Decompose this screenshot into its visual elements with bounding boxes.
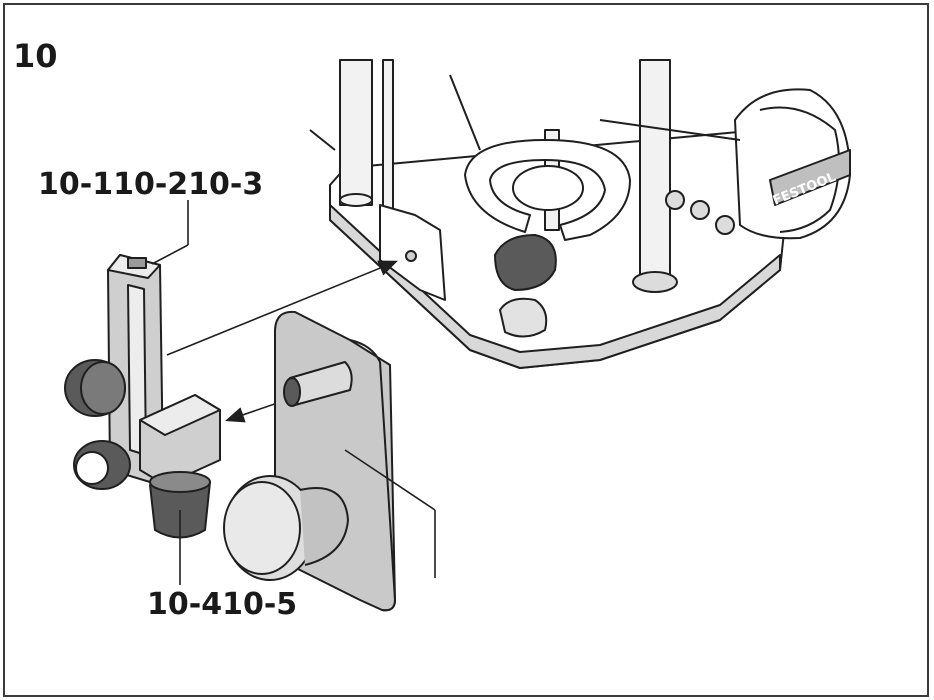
fence-plate-pin	[289, 361, 353, 406]
leader-fence-plate	[344, 449, 436, 511]
clamp-lever	[494, 234, 557, 291]
callout-knob-part: 10-410-5	[147, 587, 298, 622]
router-machine: FESTOOL	[309, 59, 851, 369]
guide-line-hole	[166, 260, 398, 356]
depth-stop-ring	[464, 139, 631, 241]
fixing-unit	[64, 254, 221, 539]
guide-column-right	[639, 59, 671, 281]
callout-fixing-unit: 10-110-210-3	[38, 167, 264, 202]
fence-plate	[223, 310, 396, 612]
fixing-hole	[405, 250, 417, 262]
leader-fixing-unit	[151, 244, 189, 265]
guide-column-left	[339, 59, 373, 206]
figure-number: 10	[13, 37, 58, 75]
